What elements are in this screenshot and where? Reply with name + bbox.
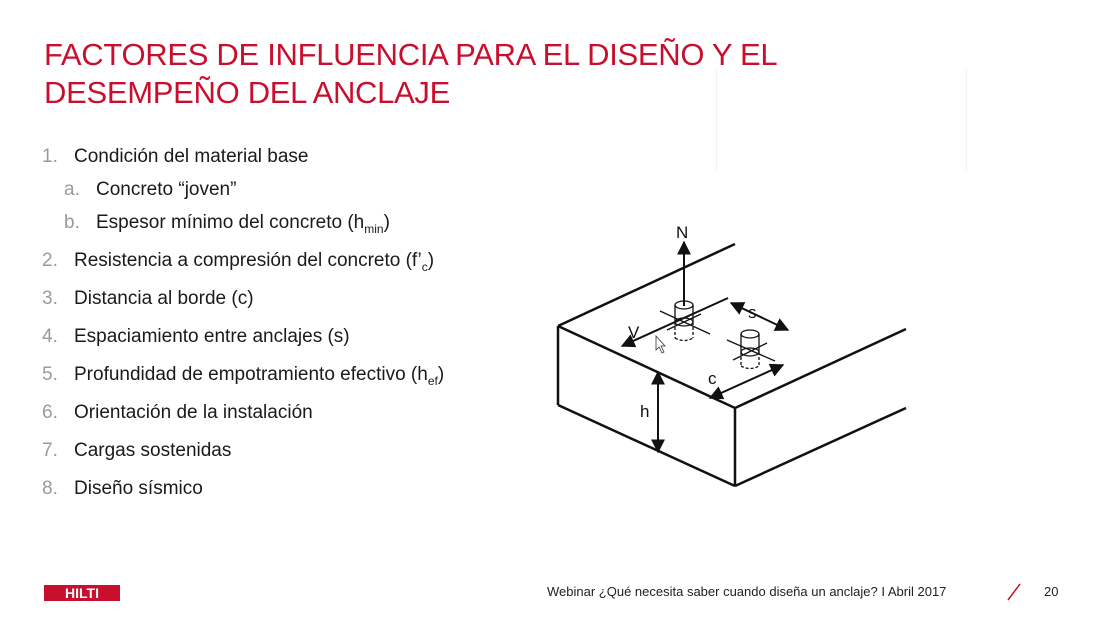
list-number: 4. [42, 326, 58, 347]
background-artifact [966, 70, 967, 170]
page-number: 20 [1044, 584, 1059, 599]
slide-title: FACTORES DE INFLUENCIA PARA EL DISEÑO Y … [44, 37, 777, 110]
label-s: s [748, 303, 757, 322]
list-text: Espesor mínimo del concreto (h [96, 212, 365, 233]
list-text: Espaciamiento entre anclajes (s) [74, 326, 350, 347]
label-h: h [640, 402, 649, 421]
c-dimension [708, 363, 785, 400]
list-number: 3. [42, 288, 58, 309]
list-text-end: ) [427, 250, 435, 271]
list-number: 6. [42, 402, 58, 423]
subscript: min [364, 221, 384, 236]
background-artifact [716, 70, 717, 170]
anchor-2 [726, 329, 776, 370]
v-arrow [620, 297, 729, 348]
list-text: Profundidad de empotramiento efectivo (h [74, 364, 428, 385]
list-letter: b. [64, 212, 80, 233]
list-text-group: Profundidad de empotramiento efectivo (h… [74, 364, 444, 388]
logo-text: HILTI [65, 585, 99, 601]
list-text: Condición del material base [74, 146, 309, 167]
list-number: 5. [42, 364, 58, 385]
subscript: c [421, 259, 428, 274]
list-text: Diseño sísmico [74, 478, 203, 499]
list-text-end: ) [383, 212, 390, 233]
label-v: V [628, 323, 640, 342]
label-n: N [676, 223, 688, 242]
anchor-diagram: N V s c h [556, 223, 907, 488]
slash-icon [1007, 583, 1021, 601]
label-c: c [708, 369, 717, 388]
list-number: 1. [42, 146, 58, 167]
cursor-icon [655, 334, 666, 354]
list-number: 2. [42, 250, 58, 271]
list-letter: a. [64, 179, 80, 200]
list-text: Concreto “joven” [96, 179, 237, 200]
anchor-1 [659, 300, 711, 342]
list-number: 7. [42, 440, 58, 461]
list-text-group: Espesor mínimo del concreto (hmin) [96, 212, 390, 236]
s-dimension [729, 302, 790, 331]
list-text: Distancia al borde (c) [74, 288, 254, 309]
list-text: Orientación de la instalación [74, 402, 313, 423]
subscript: ef [427, 373, 438, 388]
dimension-lines [620, 240, 790, 454]
hilti-logo: HILTI [44, 585, 120, 601]
footer-text: Webinar ¿Qué necesita saber cuando diseñ… [547, 584, 947, 599]
concrete-block [556, 242, 907, 488]
list-text: Resistencia a compresión del concreto (f… [74, 250, 422, 271]
list-text-end: ) [437, 364, 445, 385]
list-number: 8. [42, 478, 58, 499]
list-text: Cargas sostenidas [74, 440, 232, 461]
list-text-group: Resistencia a compresión del concreto (f… [74, 250, 434, 274]
